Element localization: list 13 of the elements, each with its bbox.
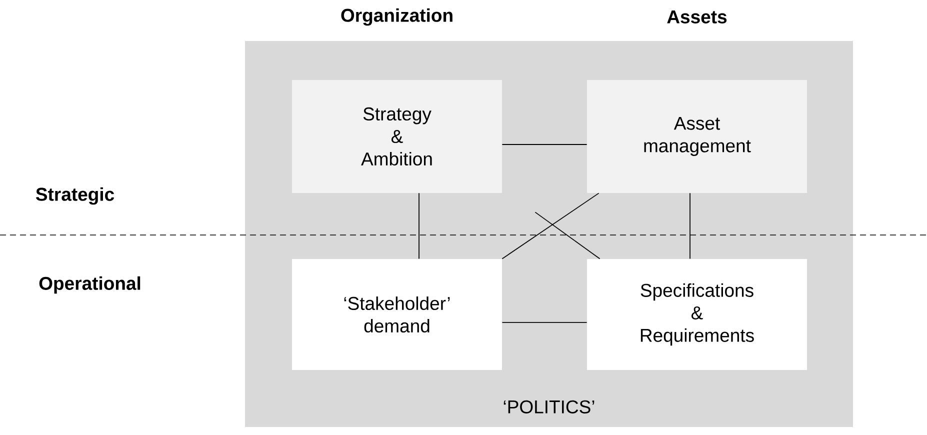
connector-line xyxy=(502,322,588,323)
connector-line xyxy=(502,144,588,145)
connector-line xyxy=(502,192,600,260)
heading-label: Organization xyxy=(341,8,452,26)
process-box: Strategy & Ambition xyxy=(292,80,502,193)
heading-label: Assets xyxy=(667,10,727,24)
heading-label: Strategic xyxy=(36,187,114,205)
heading-label: Operational xyxy=(39,276,140,294)
process-box: ‘Stakeholder’ demand xyxy=(292,258,502,370)
process-box: Asset management xyxy=(587,80,807,193)
connector-line xyxy=(418,192,420,260)
process-box: Specifications & Requirements xyxy=(587,258,807,370)
connector-line xyxy=(534,212,600,260)
